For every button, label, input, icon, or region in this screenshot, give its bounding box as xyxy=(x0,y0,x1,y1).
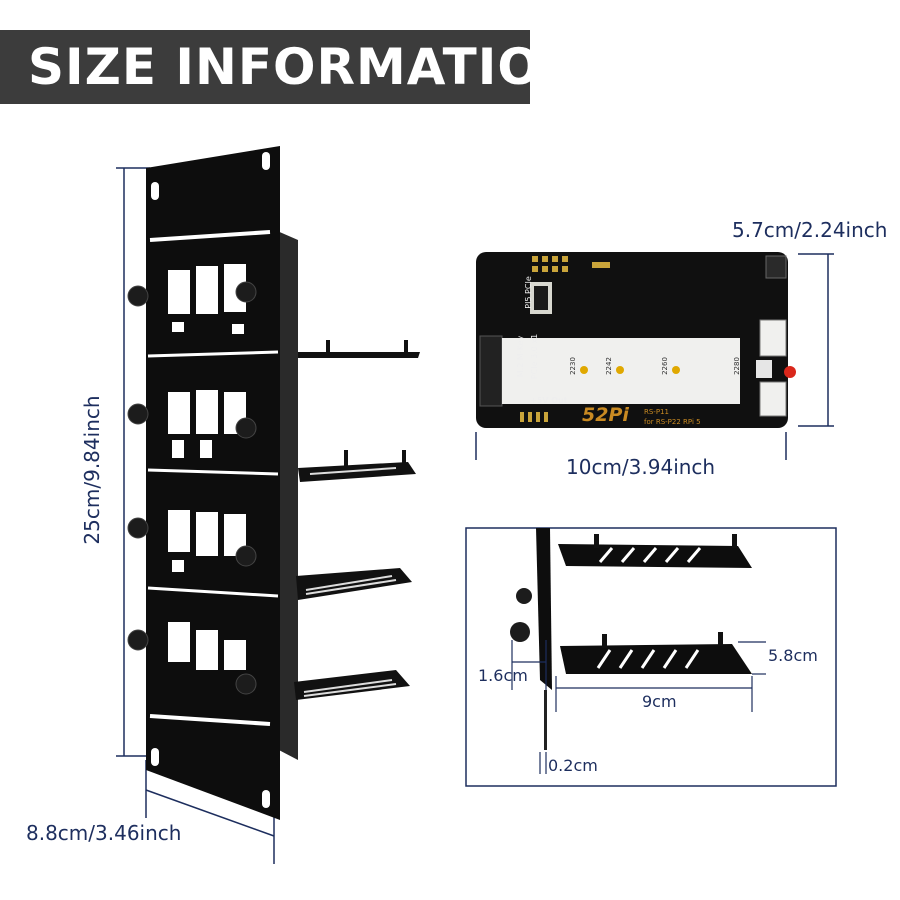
silk-mkey-label: M.2 M-Key xyxy=(516,335,526,378)
m2-adapter-board xyxy=(476,252,796,428)
silk-model-label: RS-P11 xyxy=(644,408,669,416)
silk-2260-label: 2260 xyxy=(660,357,669,375)
silk-fpc-label: PI5 PCIe xyxy=(523,276,533,309)
silk-brand-logo: 52Pi xyxy=(582,404,629,426)
silk-2242-label: 2242 xyxy=(604,357,613,375)
board-width-label: 10cm/3.94inch xyxy=(566,455,716,479)
rack-height-label: 25cm/9.84inch xyxy=(80,395,104,545)
rack-front-plate xyxy=(146,146,298,820)
shelf-length-label: 9cm xyxy=(642,692,677,711)
shelf-dimension-lines xyxy=(511,640,766,774)
page-title: SIZE INFORMATION xyxy=(28,38,584,96)
rack-thumb-screws xyxy=(127,281,257,695)
silk-2230-label: 2230 xyxy=(568,357,577,375)
rack-width-label: 8.8cm/3.46inch xyxy=(26,821,182,845)
silk-pcie-label: PCIe 3.0 x1 xyxy=(530,333,540,380)
title-banner: SIZE INFORMATION xyxy=(0,30,583,104)
silk-2280-label: 2280 xyxy=(732,357,741,375)
board-height-label: 5.7cm/2.24inch xyxy=(732,218,888,242)
shelf-thickness-label: 1.6cm xyxy=(478,666,528,685)
shelf-detail-frame xyxy=(465,527,837,787)
silk-power-out-label: +5V Out xyxy=(530,396,568,405)
silk-model-sub-label: for RS-P22 RPi 5 xyxy=(644,418,701,426)
shelf-detail-drawing xyxy=(510,528,752,750)
rack-bay-dividers xyxy=(147,350,279,598)
rack-bay-cutouts xyxy=(168,264,246,670)
rack-shelves xyxy=(294,340,420,700)
shelf-depth-label: 5.8cm xyxy=(768,646,818,665)
shelf-plate-label: 0.2cm xyxy=(548,756,598,775)
board-dimension-lines xyxy=(475,253,834,460)
